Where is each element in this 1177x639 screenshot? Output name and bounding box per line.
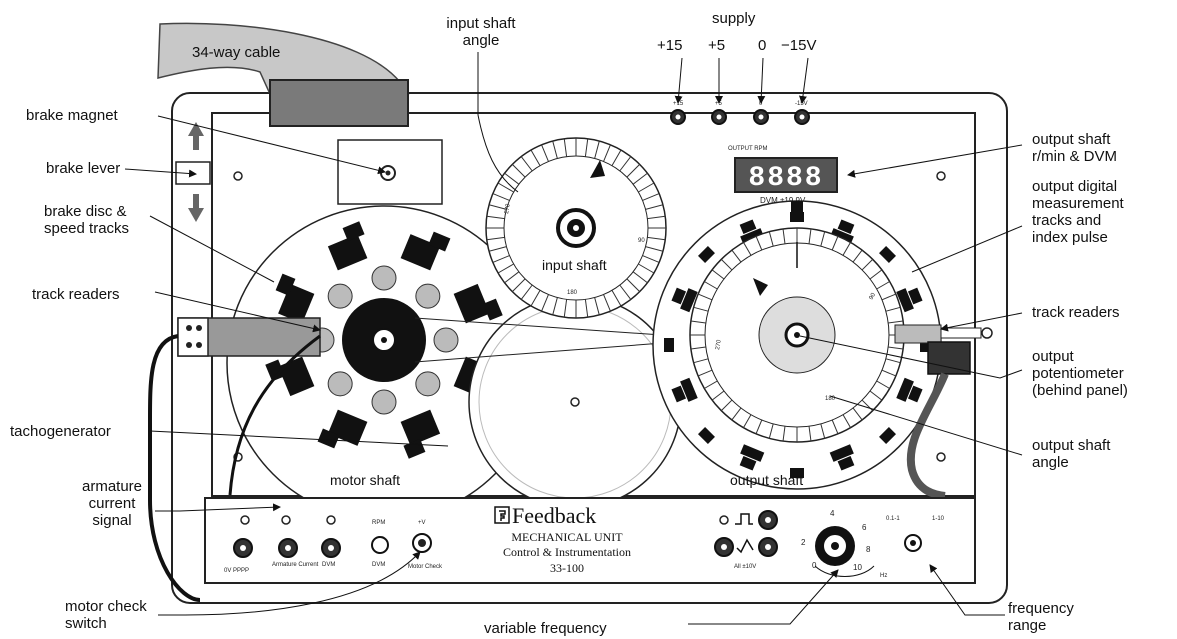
socket-label-0v: 0V PPPP (224, 568, 249, 574)
frequency-range-switch[interactable] (905, 535, 921, 551)
variable-frequency-knob[interactable] (815, 526, 855, 566)
output-digital-label: output digital measurement tracks and in… (1032, 178, 1124, 246)
dial-mark-0: 0 (812, 561, 817, 570)
dial-mark-8: 8 (866, 545, 871, 554)
display-header: OUTPUT RPM (728, 146, 768, 152)
socket-label-dvm-2: DVM (372, 562, 385, 568)
speed-hole (328, 284, 352, 308)
track-readers-left-label: track readers (32, 286, 120, 303)
cable-connector (270, 80, 408, 126)
speed-hole (416, 372, 440, 396)
unit-name: MECHANICAL UNIT (511, 530, 623, 544)
brake-disc-label: brake disc & speed tracks (44, 203, 129, 237)
motor-check-switch[interactable] (413, 534, 431, 552)
supply-value-15: +15 (657, 37, 682, 54)
output-pot-label: output potentiometer (behind panel) (1032, 348, 1128, 399)
input-shaft-label: input shaft (542, 257, 607, 273)
supply-small-3: -15V (795, 101, 808, 107)
display-digits: 8888 (748, 163, 823, 194)
cable-label: 34-way cable (192, 44, 280, 61)
dial-mark-6: 6 (862, 523, 867, 532)
feedback-logo-icon (495, 507, 509, 523)
output-shaft-label: output shaft (730, 472, 803, 488)
index-pulse-mark (791, 201, 803, 221)
socket-label-dvm-1: DVM (322, 562, 335, 568)
freq-range-low: 0.1-1 (886, 516, 900, 522)
armature-current-label: armature current signal (82, 478, 142, 529)
brake-lever-label: brake lever (46, 160, 120, 177)
socket-label-armature: Armature Current (272, 562, 319, 568)
supply-value-neg15: −15V (781, 37, 816, 54)
speed-hole (372, 390, 396, 414)
motor-shaft-label: motor shaft (330, 472, 400, 488)
unit-sub: Control & Instrumentation (503, 545, 631, 559)
brake-magnet-label: brake magnet (26, 107, 118, 124)
input-shaft-angle-label: input shaft angle (432, 15, 530, 49)
socket-label-motor-check: Motor Check (408, 564, 443, 570)
supply-label: supply (712, 10, 755, 27)
speed-hole (328, 372, 352, 396)
socket-label-rpm: RPM (372, 520, 385, 526)
speed-hole (416, 284, 440, 308)
variable-frequency-label: variable frequency (484, 620, 607, 637)
all-volts-label: All ±10V (734, 564, 756, 570)
tachogenerator-label: tachogenerator (10, 423, 111, 440)
hz-label: Hz (880, 573, 887, 579)
unit-model: 33-100 (550, 561, 584, 575)
motor-check-label: motor check switch (65, 598, 147, 632)
digital-track-block (664, 338, 674, 352)
output-shaft-angle-label: output shaft angle (1032, 437, 1110, 471)
track-readers-right-label: track readers (1032, 304, 1120, 321)
speed-hole (434, 328, 458, 352)
output-shaft-rmin-label: output shaft r/min & DVM (1032, 131, 1117, 165)
speed-hole (372, 266, 396, 290)
input-angle-90: 90 (638, 238, 645, 244)
supply-value-0: 0 (758, 37, 766, 54)
supply-value-5: +5 (708, 37, 725, 54)
frequency-range-label: frequency range (1008, 600, 1074, 634)
socket-label-plus-v: +V (418, 520, 426, 526)
output-potentiometer (928, 342, 970, 374)
brand-name: Feedback (512, 503, 596, 528)
track-reader-right (895, 325, 941, 343)
dial-mark-2: 2 (801, 538, 806, 547)
freq-range-high: 1-10 (932, 516, 945, 522)
dial-mark-10: 10 (853, 563, 862, 572)
input-angle-180: 180 (567, 290, 578, 296)
dial-mark-4: 4 (830, 509, 835, 518)
